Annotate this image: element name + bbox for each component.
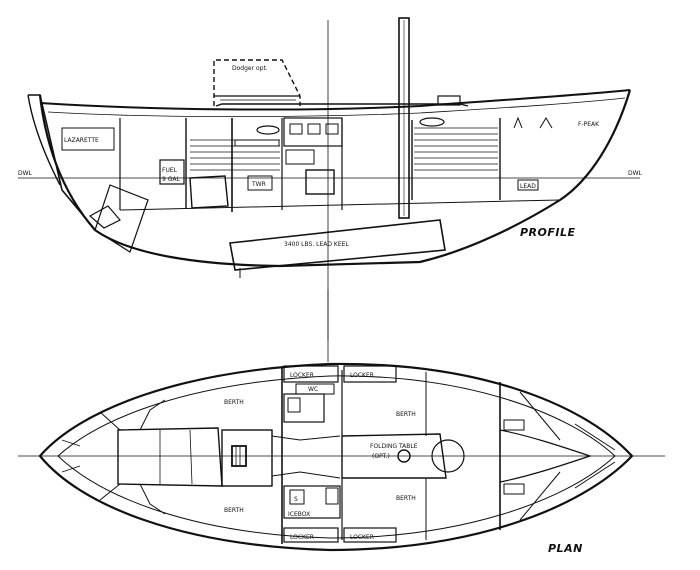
- label-folding-table: FOLDING TABLE: [370, 443, 418, 450]
- label-table-opt: (OPT.): [372, 453, 390, 460]
- sheer-line-2: [47, 97, 626, 118]
- label-berth-aft-stbd: BERTH: [224, 507, 244, 514]
- rudder: [94, 184, 149, 253]
- hull-plan-inner: [57, 375, 616, 539]
- hull-plan: [38, 362, 634, 552]
- cockpit: [117, 427, 223, 487]
- label-fuel: FUEL: [162, 167, 178, 174]
- plan-title: PLAN: [548, 542, 583, 555]
- label-dwl-right: DWL: [628, 170, 643, 177]
- dodger: [213, 59, 301, 106]
- label-locker-stbd-1: LOCKER: [290, 534, 314, 541]
- label-sink: S: [294, 496, 298, 503]
- porthole-aft: [256, 125, 280, 135]
- label-berth-fwd-port: BERTH: [396, 411, 416, 418]
- profile-labels: LAZARETTE FUEL 9 GAL DWL DWL TWR LEAD 34…: [18, 65, 643, 248]
- label-locker-port-2: LOCKER: [350, 372, 374, 379]
- label-forepeak: F-PEAK: [578, 121, 600, 128]
- profile-title: PROFILE: [520, 226, 576, 239]
- label-locker-stbd-2: LOCKER: [350, 534, 374, 541]
- label-lead: LEAD: [520, 183, 536, 190]
- sheer-line: [39, 89, 631, 111]
- keel: [229, 219, 446, 271]
- plan-labels: BERTH BERTH BERTH BERTH LOCKER LOCKER LO…: [224, 372, 583, 555]
- label-berth-fwd-stbd: BERTH: [396, 495, 416, 502]
- label-dodger: Dodger opt.: [232, 65, 268, 72]
- engine: [189, 175, 229, 209]
- stern-rake: [27, 94, 61, 186]
- plan-view: [18, 290, 665, 552]
- label-icebox: ICEBOX: [288, 511, 310, 518]
- label-fuel-gal: 9 GAL: [162, 176, 180, 183]
- mast-step: [397, 449, 411, 463]
- label-locker-port-1: LOCKER: [290, 372, 314, 379]
- folding-table: [341, 433, 447, 479]
- label-head: WC: [308, 386, 318, 393]
- mast: [398, 17, 410, 219]
- label-twr: TWR: [251, 181, 266, 188]
- label-dwl-left: DWL: [18, 170, 33, 177]
- cabin-top: [215, 103, 469, 107]
- hatch: [437, 95, 461, 106]
- transom: [28, 94, 93, 227]
- profile-view: [18, 17, 640, 340]
- label-lazarette: LAZARETTE: [64, 137, 99, 144]
- label-berth-aft-port: BERTH: [224, 399, 244, 406]
- porthole-fwd: [419, 117, 445, 127]
- label-ballast: 3400 LBS. LEAD KEEL: [284, 241, 349, 248]
